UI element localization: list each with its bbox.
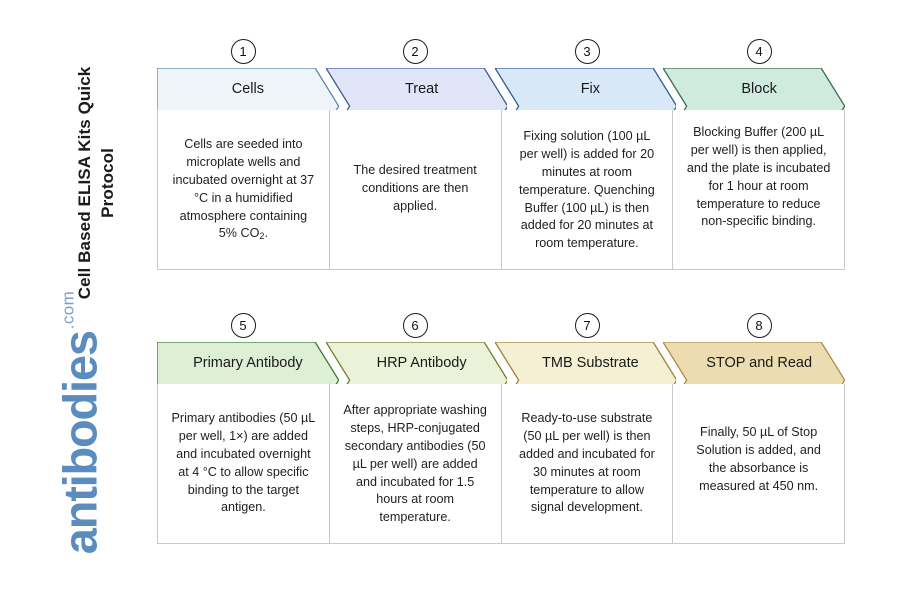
step-number-slot: 1	[157, 34, 329, 68]
step-number-row-1: 1 2 3 4	[157, 34, 845, 68]
step-number-slot: 7	[501, 308, 673, 342]
step-description-cell: Finally, 50 µL of Stop Solution is added…	[673, 384, 844, 543]
step-label: STOP and Read	[706, 355, 813, 371]
step-number-slot: 5	[157, 308, 329, 342]
step-number-badge: 4	[746, 38, 772, 64]
step-description-text: After appropriate washing steps, HRP-con…	[343, 403, 487, 525]
step-chevron-primary-antibody[interactable]: Primary Antibody	[157, 342, 339, 419]
step-number-slot: 3	[501, 34, 673, 68]
step-label: Primary Antibody	[193, 355, 303, 371]
flow-row-2: 5 6 7 8 Primary Antibody	[157, 308, 845, 544]
step-label: TMB Substrate	[542, 355, 639, 371]
brand-name: antibodies	[53, 331, 107, 555]
step-description-row-1: Cells are seeded into microplate wells a…	[157, 110, 845, 270]
step-number-slot: 4	[673, 34, 845, 68]
step-description-cell: After appropriate washing steps, HRP-con…	[330, 384, 502, 543]
step-chevron-treat[interactable]: Treat	[325, 68, 508, 145]
step-label: Cells	[231, 81, 264, 97]
subscript: 2	[259, 231, 265, 242]
step-number-row-2: 5 6 7 8	[157, 308, 845, 342]
step-description-text: Fixing solution (100 µL per well) is add…	[518, 129, 655, 251]
step-chevron-hrp-antibody[interactable]: HRP Antibody	[325, 342, 508, 419]
step-number-badge: 6	[402, 312, 428, 338]
chevron-band-row-2: Primary Antibody HRP Antibody TMB Substr…	[157, 342, 845, 419]
step-number-badge: 1	[230, 38, 256, 64]
step-description-cell: Ready-to-use substrate (50 µL per well) …	[502, 384, 674, 543]
step-description-cell: Blocking Buffer (200 µL per well) is the…	[673, 110, 844, 269]
step-label: Block	[741, 81, 777, 97]
chevron-band-row-1: Cells Treat Fix Block	[157, 68, 845, 145]
step-description-text: The desired treatment conditions are the…	[353, 163, 477, 213]
step-number-slot: 6	[329, 308, 501, 342]
step-description-cell: Primary antibodies (50 µL per well, 1×) …	[158, 384, 330, 543]
step-label: HRP Antibody	[376, 355, 467, 371]
step-description-text: Ready-to-use substrate (50 µL per well) …	[518, 411, 655, 515]
step-description-text: Cells are seeded into microplate wells a…	[172, 137, 315, 242]
step-description-cell: Fixing solution (100 µL per well) is add…	[502, 110, 674, 269]
step-number-slot: 8	[673, 308, 845, 342]
step-number-slot: 2	[329, 34, 501, 68]
brand-logo: antibodies.com	[53, 274, 107, 574]
step-description-text: Primary antibodies (50 µL per well, 1×) …	[171, 411, 316, 515]
step-label: Treat	[404, 81, 439, 97]
step-chevron-stop-and-read[interactable]: STOP and Read	[663, 342, 845, 419]
flow-row-1: 1 2 3 4 Cells Treat	[157, 34, 845, 270]
step-description-text: Finally, 50 µL of Stop Solution is added…	[696, 425, 821, 493]
step-label: Fix	[580, 81, 601, 97]
step-chevron-cells[interactable]: Cells	[157, 68, 339, 145]
step-chevron-fix[interactable]: Fix	[494, 68, 677, 145]
step-chevron-block[interactable]: Block	[663, 68, 845, 145]
step-chevron-tmb-substrate[interactable]: TMB Substrate	[494, 342, 677, 419]
step-description-text: Blocking Buffer (200 µL per well) is the…	[686, 125, 831, 229]
step-number-badge: 5	[230, 312, 256, 338]
step-description-cell: Cells are seeded into microplate wells a…	[158, 110, 330, 269]
step-number-badge: 8	[746, 312, 772, 338]
step-number-badge: 2	[402, 38, 428, 64]
left-rail: Cell Based ELISA Kits Quick Protocol ant…	[0, 0, 155, 594]
brand-tld: .com	[58, 290, 78, 330]
step-number-badge: 3	[574, 38, 600, 64]
step-description-cell: The desired treatment conditions are the…	[330, 110, 502, 269]
step-description-row-2: Primary antibodies (50 µL per well, 1×) …	[157, 384, 845, 544]
step-number-badge: 7	[574, 312, 600, 338]
